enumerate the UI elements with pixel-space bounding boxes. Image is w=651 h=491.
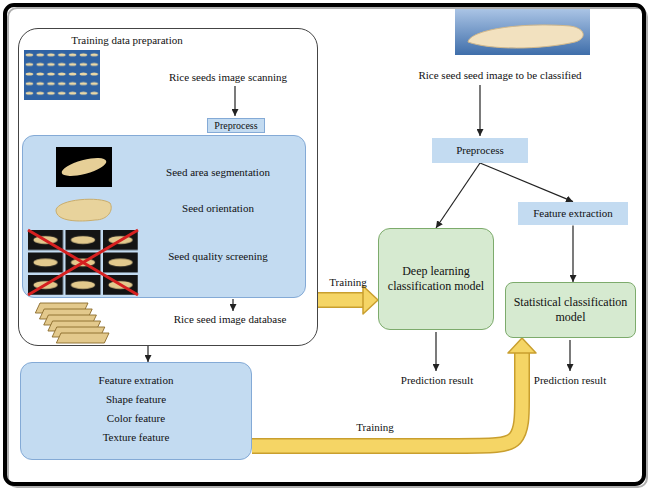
seed-tile (56, 333, 109, 343)
training-arrow (318, 286, 378, 314)
frame-shadow (8, 8, 647, 487)
flow-line (480, 163, 573, 202)
box-text: Seed area segmentation (143, 165, 293, 179)
seed-photo (455, 9, 590, 55)
oriented-seed (56, 199, 111, 221)
flow-arrow (234, 86, 235, 116)
box-text: Training data preparation (52, 33, 202, 47)
flow-arrow (435, 332, 436, 371)
flow-arrow (479, 85, 480, 136)
flow-line (147, 346, 148, 362)
flow-arrow (436, 163, 480, 228)
segmentation-image (56, 147, 112, 187)
scan-image (24, 50, 100, 100)
step-label: Rice seeds image scanning (118, 70, 338, 84)
block-arrow-shaft (318, 294, 363, 307)
box-text: Feature extraction (533, 207, 613, 221)
box-text: Seed orientation (143, 201, 293, 215)
database-stack (21, 303, 123, 343)
flow-arrow (573, 225, 574, 282)
step-label: Rice seed seed image to be classified (390, 68, 610, 82)
reject-cross (28, 230, 138, 295)
step-label: Prediction result (327, 373, 547, 387)
block-arrow-head (508, 338, 536, 353)
process-box: Feature extraction (518, 202, 628, 226)
training-arrow (252, 338, 536, 446)
edge-label: Training (308, 275, 388, 289)
box-text: Statistical classification model (511, 295, 630, 325)
reject-cross (28, 230, 138, 295)
model-box: Deep learning classification model (378, 228, 494, 330)
block-arrow-outline (252, 353, 522, 446)
flow-arrow (148, 346, 149, 362)
block-arrow-shaft (252, 353, 522, 446)
box-text: Deep learning classification model (384, 264, 488, 294)
block-arrow-outline (318, 292, 363, 308)
flow-line (572, 225, 573, 282)
flow-line (436, 163, 480, 228)
box-text: Texture feature (21, 428, 251, 447)
box-text: Feature extration (21, 371, 251, 390)
model-box: Statistical classification model (505, 282, 636, 338)
box-text: Shape feature (21, 390, 251, 409)
box-text: Preprocess (456, 144, 504, 158)
frame-border (5, 5, 644, 484)
feature-panel: Feature extrationShape featureColor feat… (20, 362, 252, 460)
step-label: Rice seed image database (120, 312, 340, 326)
rice-seed (60, 154, 108, 179)
rice-seed (468, 25, 583, 48)
flow-arrow (232, 299, 233, 311)
box-text: Seed quality screening (143, 249, 293, 263)
flow-arrow (569, 340, 570, 371)
tab-heading: Preprocess (207, 118, 265, 133)
edge-label: Training (335, 420, 415, 434)
flow-arrow (480, 163, 573, 202)
process-box: Preprocess (432, 138, 528, 163)
step-label: Prediction result (460, 373, 651, 387)
screening-grid (28, 230, 138, 295)
box-text: Color feature (21, 409, 251, 428)
block-arrow-head (363, 286, 378, 314)
